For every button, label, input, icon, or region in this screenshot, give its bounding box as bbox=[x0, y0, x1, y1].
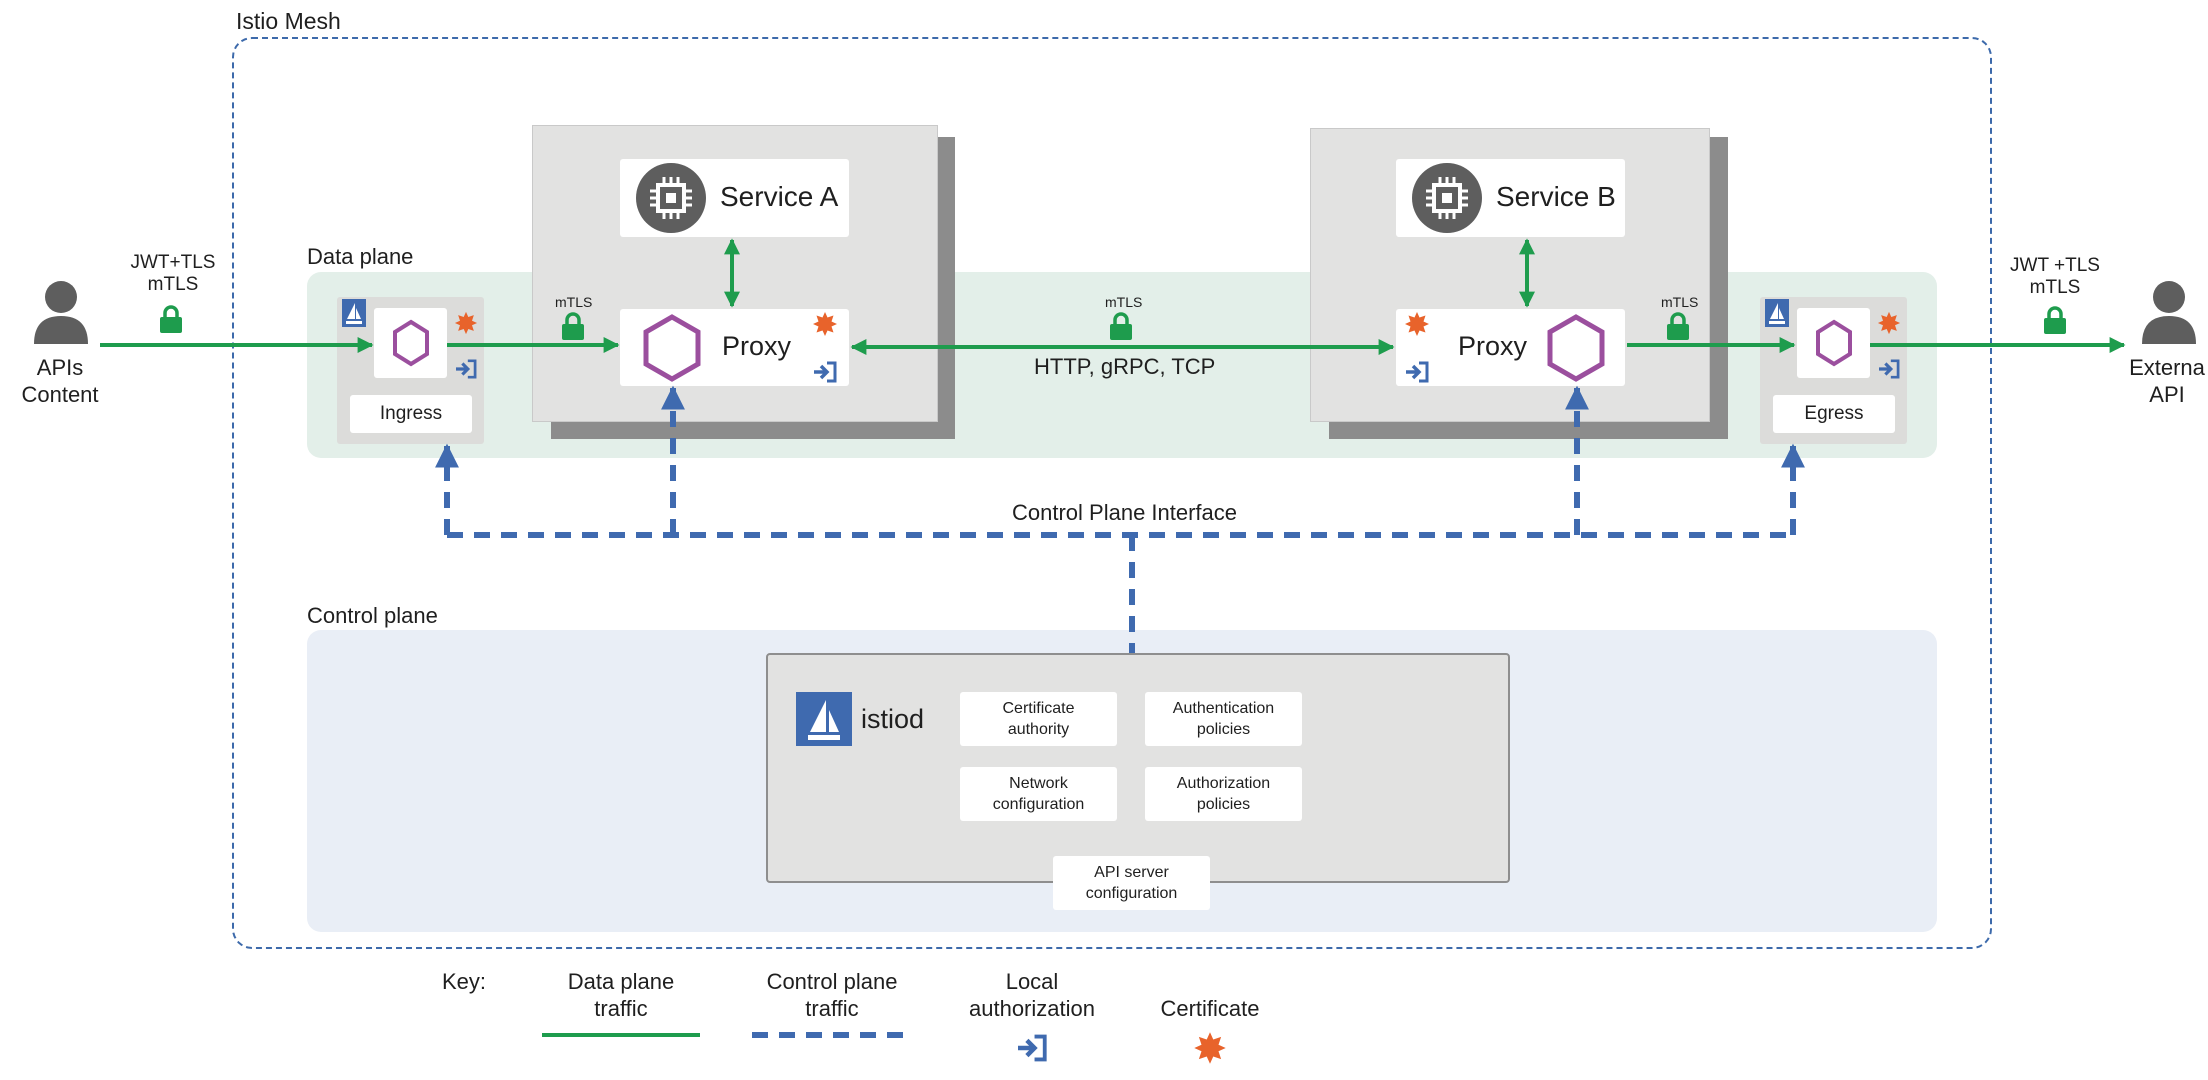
key-local-authorization-line1: Local bbox=[1005, 969, 1059, 994]
service-b-title: Service B bbox=[1496, 181, 1616, 212]
key-control-plane-line2: traffic bbox=[805, 996, 859, 1021]
api-server-configuration-line2: configuration bbox=[1085, 885, 1178, 902]
key-local-authorization: Local authorization bbox=[950, 968, 1114, 1022]
data-plane-label: Data plane bbox=[307, 244, 414, 269]
authorization-policies-line2: policies bbox=[1196, 796, 1251, 813]
istiod-name: istiod bbox=[861, 704, 925, 734]
mesh-title: Istio Mesh bbox=[232, 8, 345, 35]
external-label-line1: Externa bbox=[2129, 355, 2205, 380]
certificate-authority-box: Certificate authority bbox=[960, 692, 1117, 746]
person-icon bbox=[34, 281, 88, 344]
certificate-icon bbox=[1194, 1032, 1226, 1064]
hexagon-icon bbox=[1816, 319, 1852, 367]
certificate-icon bbox=[454, 311, 478, 335]
service-a-proxy-label: Proxy bbox=[722, 331, 792, 361]
authentication-policies-line2: policies bbox=[1196, 721, 1251, 738]
ingress-gateway: Ingress bbox=[337, 297, 484, 444]
client-auth-line2: mTLS bbox=[147, 274, 199, 295]
client-label-line1: APIs bbox=[36, 355, 84, 380]
egress-proxy bbox=[1797, 308, 1870, 378]
chip-icon bbox=[1412, 163, 1482, 233]
certificate-icon bbox=[1877, 311, 1901, 335]
key-title: Key: bbox=[442, 969, 487, 994]
service-b-proxy-label: Proxy bbox=[1458, 331, 1528, 361]
local-authorization-icon bbox=[1018, 1034, 1047, 1062]
network-configuration-box: Network configuration bbox=[960, 767, 1117, 821]
hexagon-icon bbox=[1547, 314, 1605, 382]
lock-icon bbox=[1667, 312, 1689, 340]
control-plane-interface-label: Control Plane Interface bbox=[1012, 500, 1238, 525]
istiod-box: istiod Certificate authority Authenticati… bbox=[766, 653, 1510, 883]
protocols-label: HTTP, gRPC, TCP bbox=[1034, 354, 1216, 379]
ingress-proxy bbox=[374, 308, 447, 378]
egress-label: Egress bbox=[1773, 395, 1895, 433]
service-b-card: Service B bbox=[1396, 159, 1625, 237]
external-auth-line2: mTLS bbox=[2029, 277, 2081, 298]
key-control-plane-line1: Control plane bbox=[766, 969, 898, 994]
key-data-plane-traffic: Data plane traffic bbox=[541, 968, 701, 1022]
local-authorization-icon bbox=[1879, 359, 1900, 379]
service-a-card: Service A bbox=[620, 159, 849, 237]
certificate-icon bbox=[1405, 312, 1429, 336]
mtls-label-ingress: mTLS bbox=[555, 294, 593, 310]
local-authorization-icon bbox=[456, 359, 477, 379]
person-icon bbox=[2142, 281, 2196, 344]
network-configuration-line1: Network bbox=[1009, 775, 1068, 792]
key-certificate: Certificate bbox=[1140, 995, 1280, 1022]
local-authorization-icon bbox=[814, 361, 837, 383]
api-server-configuration-box: API server configuration bbox=[1053, 856, 1210, 910]
key-certificate-line1: Certificate bbox=[1160, 996, 1260, 1021]
client-auth-line1: JWT+TLS bbox=[130, 252, 216, 273]
service-b-proxy: Proxy bbox=[1396, 309, 1625, 386]
authorization-policies-box: Authorization policies bbox=[1145, 767, 1302, 821]
chip-icon bbox=[636, 163, 706, 233]
api-server-configuration-line1: API server bbox=[1094, 864, 1169, 881]
authentication-policies-line1: Authentication bbox=[1172, 700, 1275, 717]
external-auth-label: JWT +TLS mTLS bbox=[1996, 255, 2114, 299]
certificate-authority-line1: Certificate bbox=[1002, 700, 1075, 717]
external-auth-line1: JWT +TLS bbox=[2010, 255, 2100, 276]
authorization-policies-line1: Authorization bbox=[1176, 775, 1271, 792]
client-label-line2: Content bbox=[21, 382, 99, 407]
istio-mesh-boundary bbox=[232, 37, 1992, 949]
authentication-policies-box: Authentication policies bbox=[1145, 692, 1302, 746]
lock-icon bbox=[160, 305, 182, 333]
client-auth-label: JWT+TLS mTLS bbox=[118, 252, 228, 296]
lock-icon bbox=[2044, 306, 2066, 334]
hexagon-icon bbox=[393, 319, 429, 367]
egress-gateway: Egress bbox=[1760, 297, 1907, 444]
key-local-authorization-line2: authorization bbox=[969, 996, 1095, 1021]
certificate-authority-line2: authority bbox=[1007, 721, 1070, 738]
service-a-title: Service A bbox=[720, 181, 839, 212]
istio-sail-icon bbox=[796, 692, 852, 746]
certificate-icon bbox=[813, 312, 837, 336]
lock-icon bbox=[1110, 312, 1132, 340]
mtls-label-service: mTLS bbox=[1105, 294, 1143, 310]
local-authorization-icon bbox=[1406, 361, 1429, 383]
control-plane-label: Control plane bbox=[307, 603, 438, 628]
hexagon-icon bbox=[643, 314, 701, 382]
external-label: Externa API bbox=[2126, 354, 2208, 408]
client-label: APIs Content bbox=[20, 354, 100, 408]
key-data-plane-line1: Data plane bbox=[567, 969, 675, 994]
network-configuration-line2: configuration bbox=[992, 796, 1085, 813]
istio-sail-icon bbox=[342, 299, 366, 327]
service-a-proxy: Proxy bbox=[620, 309, 849, 386]
lock-icon bbox=[562, 312, 584, 340]
ingress-label: Ingress bbox=[350, 395, 472, 433]
key-data-plane-line2: traffic bbox=[594, 996, 648, 1021]
external-label-line2: API bbox=[2149, 382, 2185, 407]
mtls-label-egress: mTLS bbox=[1661, 294, 1699, 310]
istio-sail-icon bbox=[1765, 299, 1789, 327]
key-control-plane-traffic: Control plane traffic bbox=[752, 968, 912, 1022]
